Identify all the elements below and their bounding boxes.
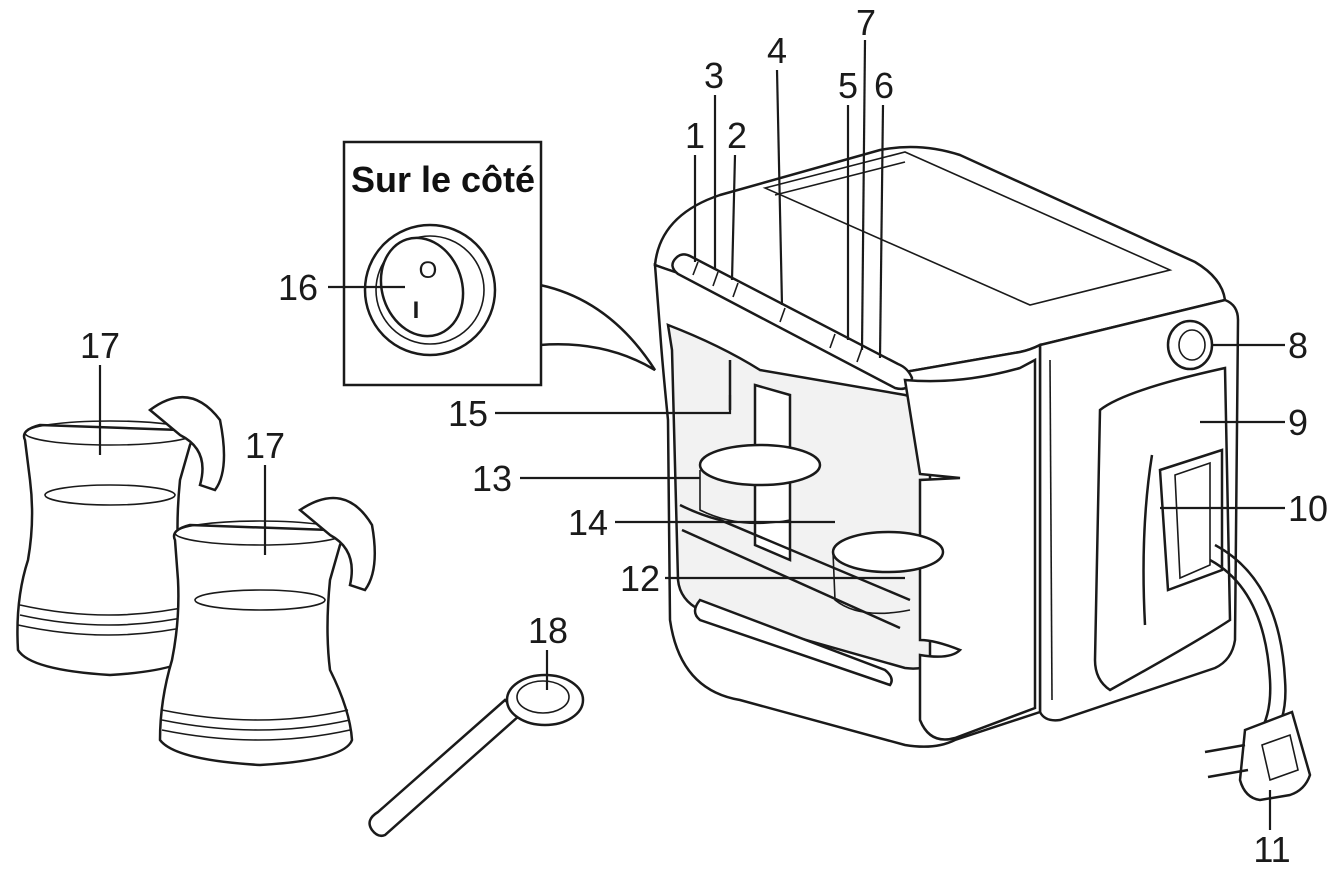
label-12: 12 <box>620 558 660 599</box>
label-11: 11 <box>1253 829 1290 870</box>
label-18: 18 <box>528 610 568 651</box>
label-1: 1 <box>685 115 705 156</box>
knob-icon <box>1168 321 1212 369</box>
switch-off-symbol: O <box>419 257 438 284</box>
left-cup-plate <box>700 445 820 485</box>
right-cup-plate <box>833 532 943 572</box>
measuring-spoon-icon <box>370 675 583 836</box>
side-inset: Sur le côté O I <box>344 142 655 385</box>
tank-window <box>1160 450 1222 590</box>
switch-on-symbol: I <box>413 297 420 324</box>
label-15: 15 <box>448 393 488 434</box>
label-4: 4 <box>767 30 787 71</box>
label-13: 13 <box>472 458 512 499</box>
label-7: 7 <box>856 2 876 43</box>
appliance-body <box>655 147 1310 800</box>
label-14: 14 <box>568 502 608 543</box>
label-5: 5 <box>838 65 858 106</box>
label-2: 2 <box>727 115 747 156</box>
power-plug-icon <box>1205 712 1310 800</box>
label-17-right: 17 <box>245 425 285 466</box>
label-10: 10 <box>1288 488 1328 529</box>
label-17-left: 17 <box>80 325 120 366</box>
label-8: 8 <box>1288 325 1308 366</box>
power-switch-icon: O I <box>365 225 495 355</box>
label-9: 9 <box>1288 402 1308 443</box>
inset-callout-wedge <box>540 285 655 370</box>
inset-title: Sur le côté <box>351 159 535 200</box>
label-16: 16 <box>278 267 318 308</box>
label-3: 3 <box>704 55 724 96</box>
label-6: 6 <box>874 65 894 106</box>
jug-right <box>160 498 375 765</box>
